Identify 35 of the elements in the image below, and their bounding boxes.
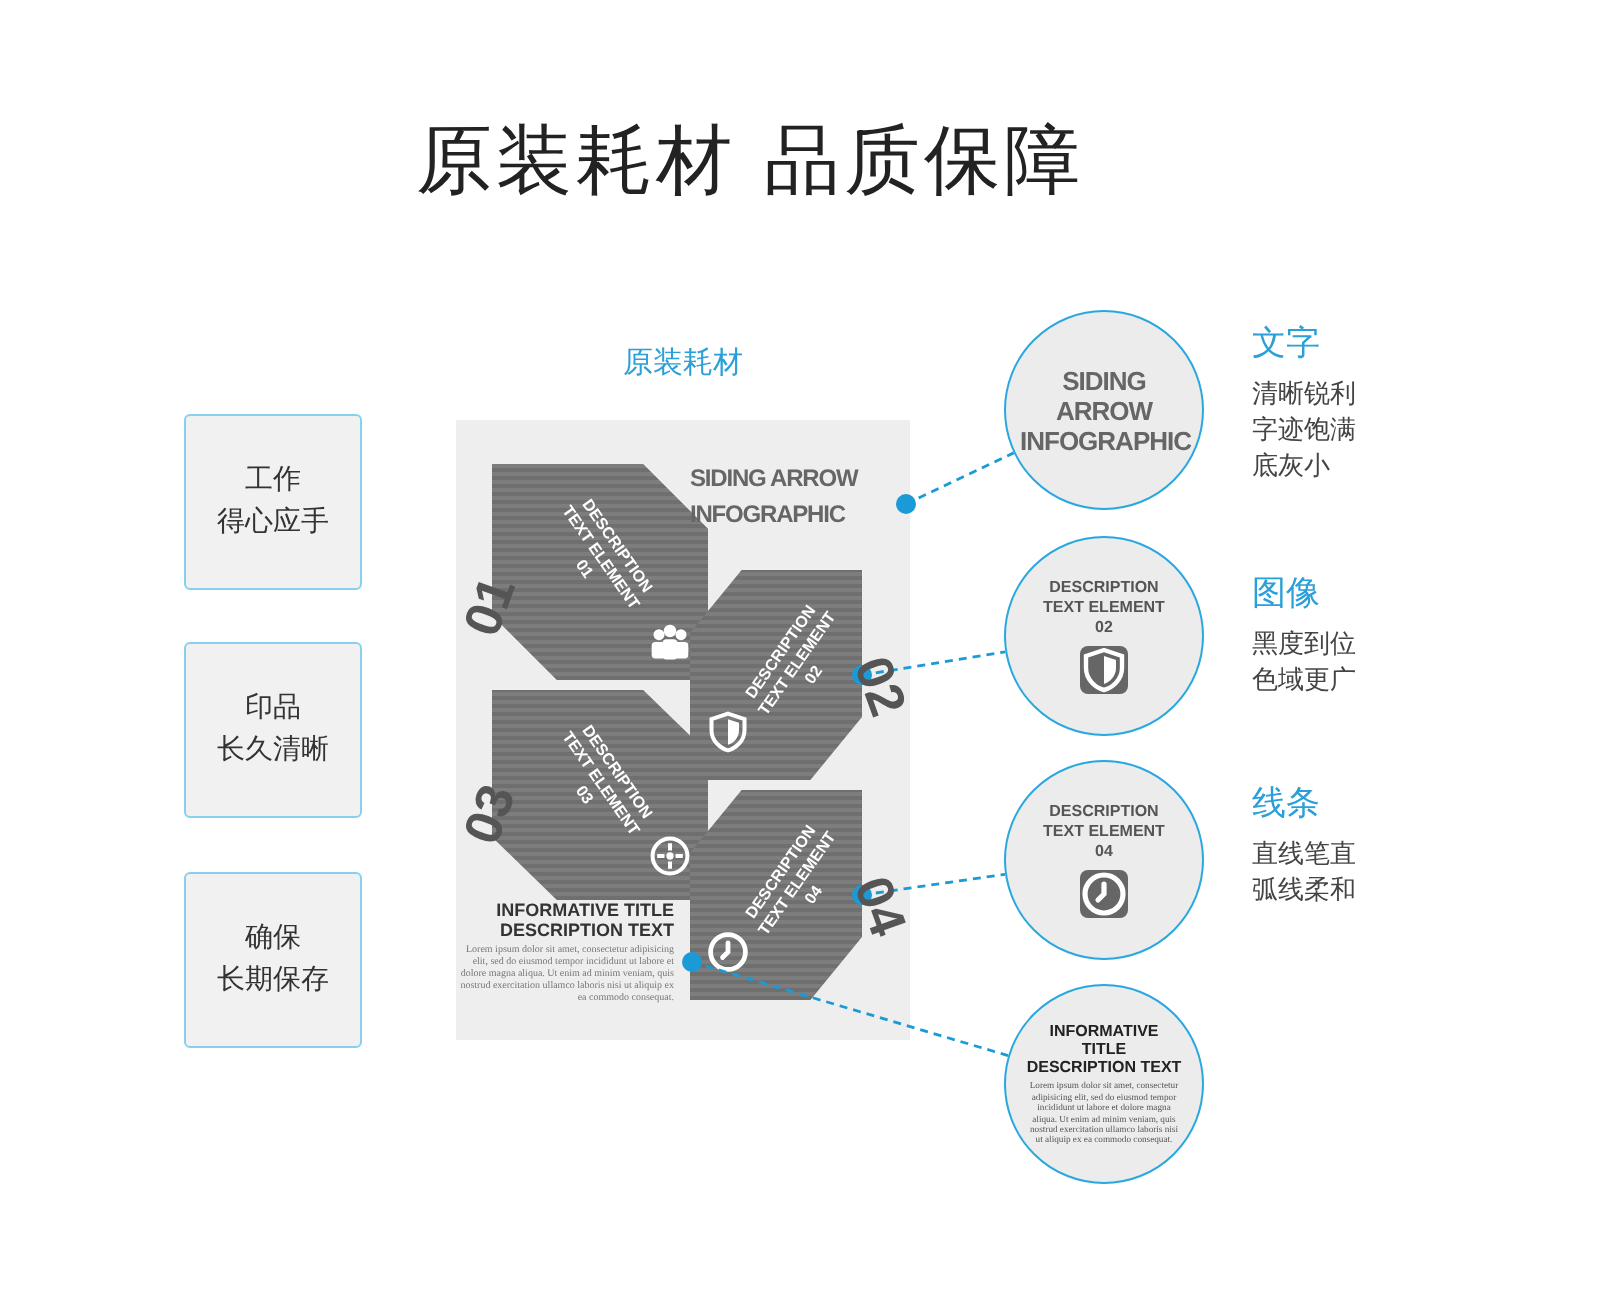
card-text: 印品 xyxy=(245,690,301,728)
magnified-label: DESCRIPTION TEXT ELEMENT 04 xyxy=(1041,802,1167,862)
step-number: 01 xyxy=(450,568,527,644)
magnified-title: INFORMATIVE TITLE DESCRIPTION TEXT xyxy=(1026,1022,1182,1077)
card-text: 长期保存 xyxy=(217,962,329,1000)
feature-text: 色域更广 xyxy=(1252,664,1356,698)
feature-text: 直线笔直 xyxy=(1252,838,1356,872)
leader-line xyxy=(852,872,1006,905)
page-title: 原装耗材 品质保障 xyxy=(413,114,1087,208)
card-text: 确保 xyxy=(245,920,301,958)
feature-text: 底灰小 xyxy=(1252,450,1330,484)
feature-card xyxy=(184,642,362,818)
feature-text: 清晰锐利 xyxy=(1252,378,1356,412)
feature-text: 黑度到位 xyxy=(1252,628,1356,662)
leader-line xyxy=(852,650,1006,685)
leader-line xyxy=(896,451,1015,514)
magnified-label: DESCRIPTION TEXT ELEMENT 02 xyxy=(1041,578,1167,638)
feature-heading: 文字 xyxy=(1252,322,1320,366)
step-number: 03 xyxy=(450,776,527,852)
feature-text: 弧线柔和 xyxy=(1252,874,1356,908)
sheet-heading: 原装耗材 xyxy=(621,344,745,382)
feature-card xyxy=(184,414,362,590)
card-text: 工作 xyxy=(245,462,301,500)
card-text: 得心应手 xyxy=(217,504,329,542)
leader-line xyxy=(682,952,1009,1057)
step-number: 02 xyxy=(842,648,919,724)
feature-card xyxy=(184,872,362,1048)
card-text: 长久清晰 xyxy=(217,732,329,770)
feature-heading: 线条 xyxy=(1252,782,1320,826)
feature-text: 字迹饱满 xyxy=(1252,414,1356,448)
step-number: 04 xyxy=(842,868,919,944)
info-title: INFORMATIVE TITLE DESCRIPTION TEXT xyxy=(494,900,674,940)
feature-heading: 图像 xyxy=(1252,572,1320,616)
sheet-title: SIDING ARROW INFOGRAPHIC xyxy=(690,460,906,548)
magnified-title: SIDING ARROW INFOGRAPHIC xyxy=(1020,365,1188,455)
